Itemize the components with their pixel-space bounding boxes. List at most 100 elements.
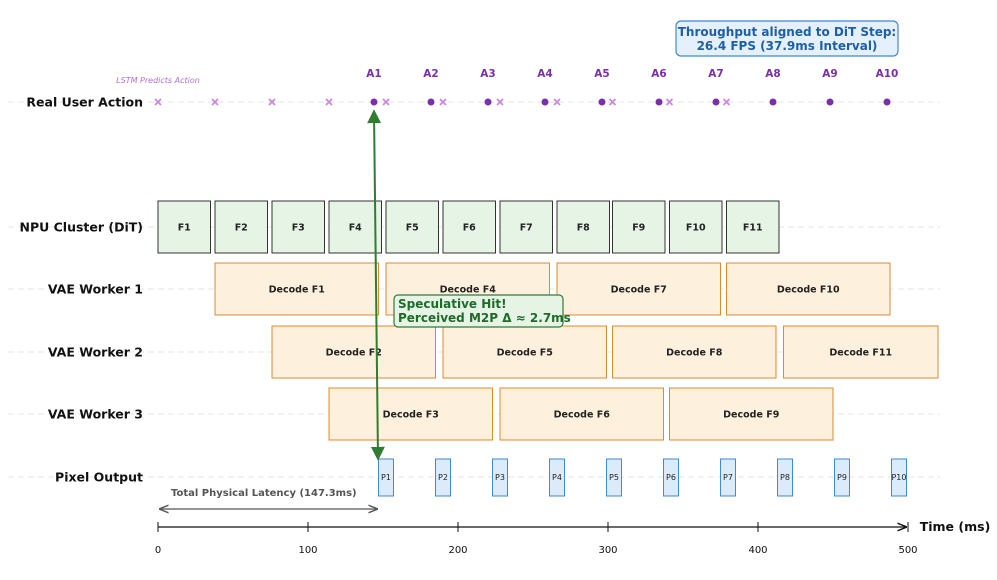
- real-action-label: A8: [765, 68, 780, 80]
- npu-frame-label: F11: [743, 223, 763, 234]
- speculative-hit-title: Speculative Hit!: [398, 297, 507, 311]
- vae-task-label: Decode F8: [666, 348, 723, 359]
- real-action-point: [655, 98, 663, 106]
- vae-task-bar: [556, 262, 721, 316]
- npu-frame-label: F6: [463, 223, 476, 234]
- pixel-output-label: P2: [438, 473, 448, 482]
- npu-frame-bar: [612, 200, 666, 254]
- vae-task-bar: [726, 262, 891, 316]
- speculative-hit-box: [393, 294, 564, 328]
- real-action-label: A2: [423, 68, 438, 80]
- npu-frame-bar: [214, 200, 268, 254]
- npu-frame-bar: [442, 200, 496, 254]
- vae-task-bar: [328, 387, 493, 441]
- real-action-label: A4: [537, 68, 552, 80]
- vae-task-label: Decode F3: [383, 410, 439, 421]
- m2p-arrow: [367, 109, 385, 461]
- predicted-action-marker: [268, 98, 276, 106]
- real-action-point: [484, 98, 492, 106]
- row-label-npu: NPU Cluster (DiT): [19, 220, 143, 235]
- real-action-point: [598, 98, 606, 106]
- real-action-label: A5: [594, 68, 609, 80]
- pixel-output-bar: [435, 458, 451, 497]
- real-action-label: A3: [480, 68, 495, 80]
- row-label-pixel: Pixel Output: [55, 470, 143, 485]
- npu-frame-label: F4: [349, 223, 362, 234]
- vae-task-bar: [669, 387, 834, 441]
- npu-frame-bar: [385, 200, 439, 254]
- time-axis-tick-label: 400: [748, 545, 767, 556]
- predicted-action-marker: [382, 98, 390, 106]
- predicted-action-marker: [439, 98, 447, 106]
- row-label-action: Real User Action: [26, 95, 143, 110]
- npu-frame-bar: [157, 200, 211, 254]
- pixel-output-label: P9: [837, 473, 847, 482]
- pixel-output-bar: [378, 458, 394, 497]
- row-label-vae1: VAE Worker 1: [48, 282, 143, 297]
- vae-task-label: Decode F11: [829, 348, 892, 359]
- real-action-label: A1: [366, 68, 381, 80]
- time-axis-label: Time (ms): [920, 519, 991, 534]
- vae-task-bar: [271, 325, 436, 379]
- real-action-point: [370, 98, 378, 106]
- npu-frame-bar: [499, 200, 553, 254]
- real-action-label: A10: [876, 68, 899, 80]
- time-axis-tick-label: 0: [155, 545, 161, 556]
- npu-frame-bar: [669, 200, 723, 254]
- real-action-point: [541, 98, 549, 106]
- pixel-output-bar: [720, 458, 736, 497]
- pixel-output-bar: [606, 458, 622, 497]
- predicted-action-marker: [665, 98, 674, 106]
- vae-task-label: Decode F7: [611, 285, 667, 296]
- pixel-output-label: P3: [495, 473, 505, 482]
- real-action-label: A6: [651, 68, 666, 80]
- npu-frame-bar: [556, 200, 610, 254]
- throughput-box: [675, 20, 899, 57]
- pixel-output-label: P5: [609, 473, 619, 482]
- lstm-note: LSTM Predicts Action: [116, 76, 200, 85]
- real-action-label: A7: [708, 68, 723, 80]
- vae-task-label: Decode F4: [440, 285, 497, 296]
- pixel-output-label: P1: [381, 473, 391, 482]
- npu-frame-label: F9: [632, 223, 645, 234]
- npu-frame-label: F8: [577, 223, 590, 234]
- real-action-point: [769, 98, 777, 106]
- pixel-output-bar: [834, 458, 850, 497]
- time-axis-tick-label: 500: [898, 545, 917, 556]
- npu-frame-label: F5: [406, 223, 419, 234]
- pixel-output-label: P8: [780, 473, 790, 482]
- time-axis-tick-label: 300: [598, 545, 617, 556]
- real-action-point: [883, 98, 891, 106]
- row-label-vae3: VAE Worker 3: [48, 407, 143, 422]
- pixel-output-label: P4: [552, 473, 562, 482]
- npu-frame-label: F7: [520, 223, 533, 234]
- predicted-action-marker: [496, 98, 504, 106]
- pixel-output-label: P6: [666, 473, 676, 482]
- row-label-vae2: VAE Worker 2: [48, 345, 143, 360]
- predicted-action-marker: [154, 98, 162, 106]
- npu-frame-label: F10: [686, 223, 706, 234]
- vae-task-label: Decode F9: [723, 410, 779, 421]
- npu-frame-label: F1: [178, 223, 191, 234]
- vae-task-label: Decode F10: [777, 285, 840, 296]
- vae-task-label: Decode F6: [554, 410, 611, 421]
- pixel-output-bar: [492, 458, 508, 497]
- real-action-label: A9: [822, 68, 837, 80]
- vae-task-bar: [214, 262, 379, 316]
- vae-task-bar: [612, 325, 777, 379]
- latency-label: Total Physical Latency (147.3ms): [171, 488, 357, 499]
- pixel-output-bar: [663, 458, 679, 497]
- time-axis-tick-label: 200: [448, 545, 467, 556]
- predicted-action-marker: [553, 98, 561, 106]
- npu-frame-bar: [726, 200, 780, 254]
- real-action-point: [712, 98, 720, 106]
- pixel-output-bar: [891, 458, 907, 497]
- vae-task-label: Decode F1: [269, 285, 325, 296]
- real-action-point: [826, 98, 834, 106]
- pixel-output-label: P10: [891, 473, 906, 482]
- npu-frame-label: F3: [292, 223, 305, 234]
- predicted-action-marker: [325, 98, 333, 106]
- pixel-output-bar: [549, 458, 565, 497]
- vae-task-label: Decode F2: [326, 348, 382, 359]
